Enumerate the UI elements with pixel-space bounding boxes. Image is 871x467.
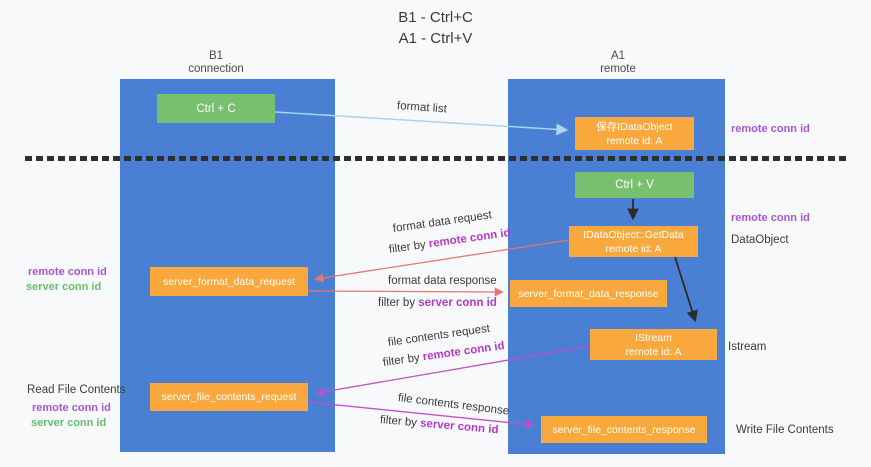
node-save-idataobject: 保存IDataObject remote id: A (575, 117, 694, 150)
format-data-response-arrow (307, 287, 504, 297)
side-label-read-file-contents: Read File Contents (27, 384, 126, 396)
node-getdata-line2: remote id: A (605, 242, 662, 255)
filter-prefix: filter by (379, 414, 421, 430)
side-label-left-remote-conn-id-1: remote conn id (28, 266, 107, 278)
side-label-istream: Istream (728, 341, 767, 353)
node-istream-line1: IStream (635, 331, 672, 344)
filter-highlight: remote conn id (422, 339, 506, 364)
lane-a1-role: remote (600, 63, 636, 75)
lane-header-b1: B1 connection (146, 50, 286, 76)
side-label-remote-conn-id-top: remote conn id (731, 123, 810, 135)
node-ctrl-c-label: Ctrl + C (196, 102, 236, 115)
side-label-left-server-conn-id-1: server conn id (26, 281, 102, 293)
lane-b1-role: connection (188, 63, 244, 75)
filter-prefix: filter by (388, 238, 430, 256)
title-line-1: B1 - Ctrl+C (398, 9, 473, 26)
filter-prefix: filter by (378, 297, 419, 309)
node-server-file-contents-response-label: server_file_contents_response (552, 423, 696, 436)
node-server-format-data-request: server_format_data_request (150, 267, 308, 296)
edge-label-format-list: format list (396, 100, 448, 116)
node-server-file-contents-request-label: server_file_contents_request (161, 391, 297, 403)
node-server-format-data-request-label: server_format_data_request (163, 275, 295, 288)
node-server-file-contents-request: server_file_contents_request (150, 383, 308, 411)
filter-highlight: server conn id (418, 297, 497, 309)
edge-label-format-data-response: format data response (388, 275, 497, 287)
node-ctrl-c: Ctrl + C (157, 94, 275, 123)
side-label-left-remote-conn-id-2: remote conn id (32, 402, 111, 414)
node-save-idataobject-line2: remote id: A (606, 134, 663, 147)
node-ctrl-v: Ctrl + V (575, 172, 694, 198)
filter-highlight: remote conn id (428, 226, 512, 251)
node-server-format-data-response-label: server_format_data_response (518, 287, 659, 300)
side-label-write-file-contents: Write File Contents (736, 424, 834, 436)
node-ctrl-v-label: Ctrl + V (615, 179, 654, 191)
node-getdata-line1: IDataObject::GetData (583, 228, 684, 241)
diagram-title: B1 - Ctrl+C A1 - Ctrl+V (0, 7, 871, 49)
edge-label-file-contents-response: file contents response (397, 392, 510, 418)
node-save-idataobject-line1: 保存IDataObject (596, 120, 673, 133)
dashed-divider (25, 156, 848, 161)
lane-a1-name: A1 (610, 50, 626, 62)
side-label-left-server-conn-id-2: server conn id (31, 417, 107, 429)
filter-prefix: filter by (382, 351, 424, 369)
node-idataobject-getdata: IDataObject::GetData remote id: A (569, 226, 698, 257)
filter-highlight: server conn id (419, 417, 499, 437)
node-istream: IStream remote id: A (590, 329, 717, 360)
edge-label-file-contents-response-filter: filter by server conn id (379, 414, 498, 436)
title-line-2: A1 - Ctrl+V (398, 30, 473, 47)
lane-header-a1: A1 remote (548, 50, 688, 76)
side-label-remote-conn-id-mid: remote conn id (731, 212, 810, 224)
node-server-format-data-response: server_format_data_response (510, 280, 667, 307)
node-istream-line2: remote id: A (625, 345, 682, 358)
node-server-file-contents-response: server_file_contents_response (541, 416, 707, 443)
lane-b1-name: B1 (208, 50, 224, 62)
side-label-dataobject: DataObject (731, 234, 789, 246)
edge-label-format-data-response-filter: filter by server conn id (378, 297, 497, 309)
